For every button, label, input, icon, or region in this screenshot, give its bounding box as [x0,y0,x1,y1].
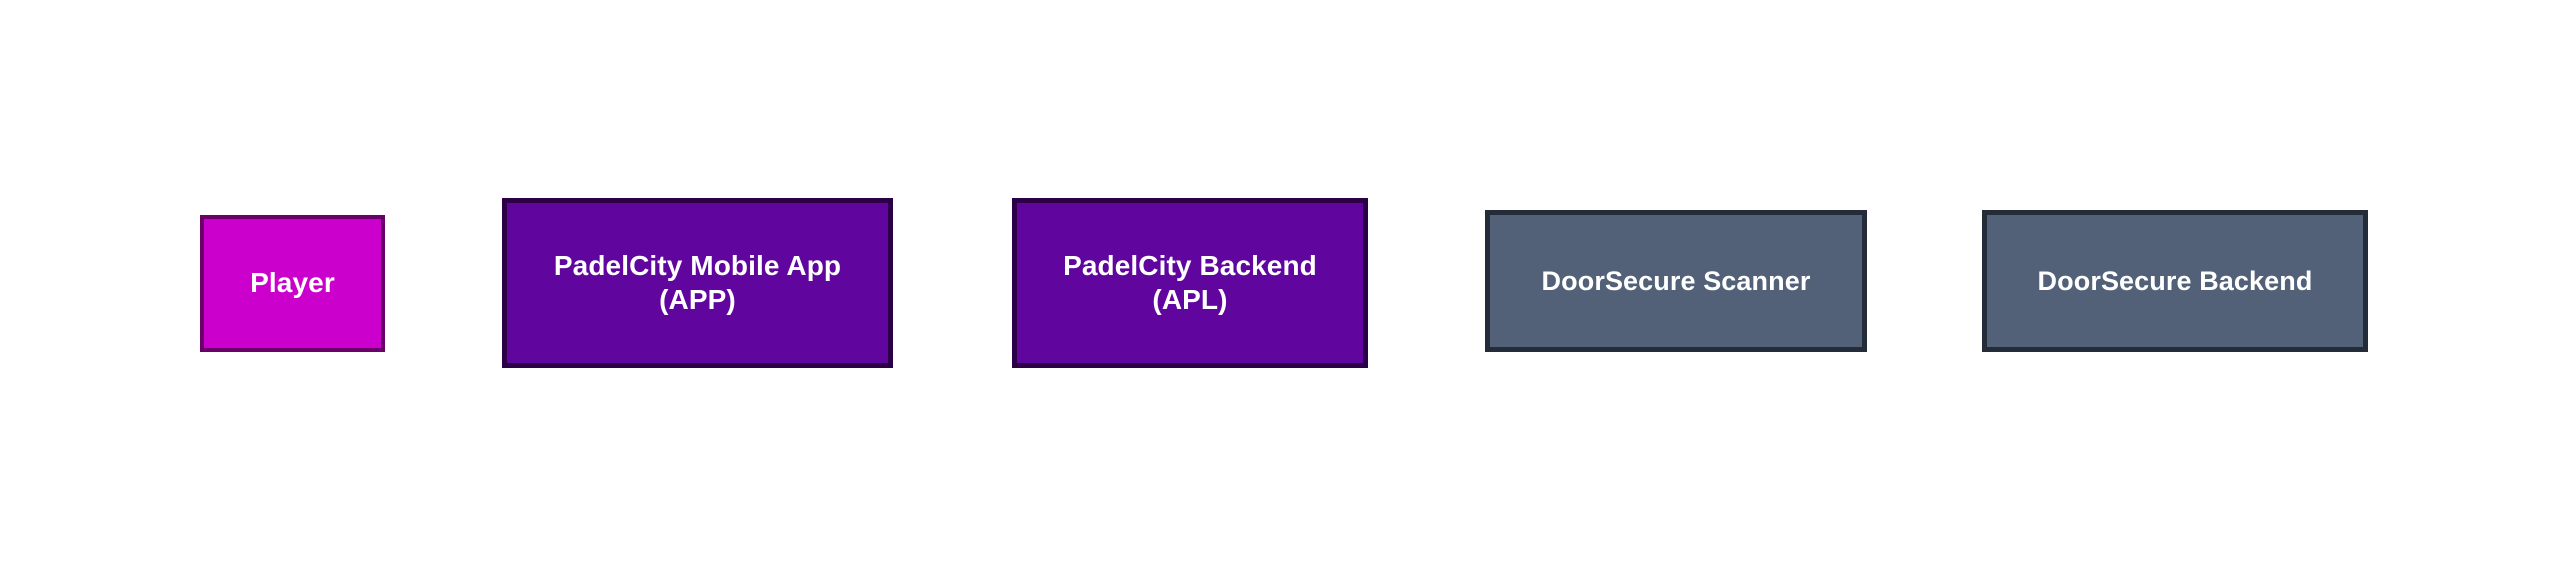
participant-label-doorsecure-scanner: DoorSecure Scanner [1541,265,1811,296]
participant-label-padelcity-mobile-app: PadelCity Mobile App (APP) [553,249,842,315]
participant-box-padelcity-backend[interactable]: PadelCity Backend (APL) [1012,198,1368,368]
participant-label-doorsecure-backend: DoorSecure Backend [2037,265,2313,296]
participant-label-player: Player [250,267,335,299]
participant-box-padelcity-mobile-app[interactable]: PadelCity Mobile App (APP) [502,198,893,368]
participant-box-doorsecure-scanner[interactable]: DoorSecure Scanner [1485,210,1867,352]
participant-box-doorsecure-backend[interactable]: DoorSecure Backend [1982,210,2368,352]
participant-box-player[interactable]: Player [200,215,385,352]
participant-label-padelcity-backend: PadelCity Backend (APL) [1063,249,1317,315]
